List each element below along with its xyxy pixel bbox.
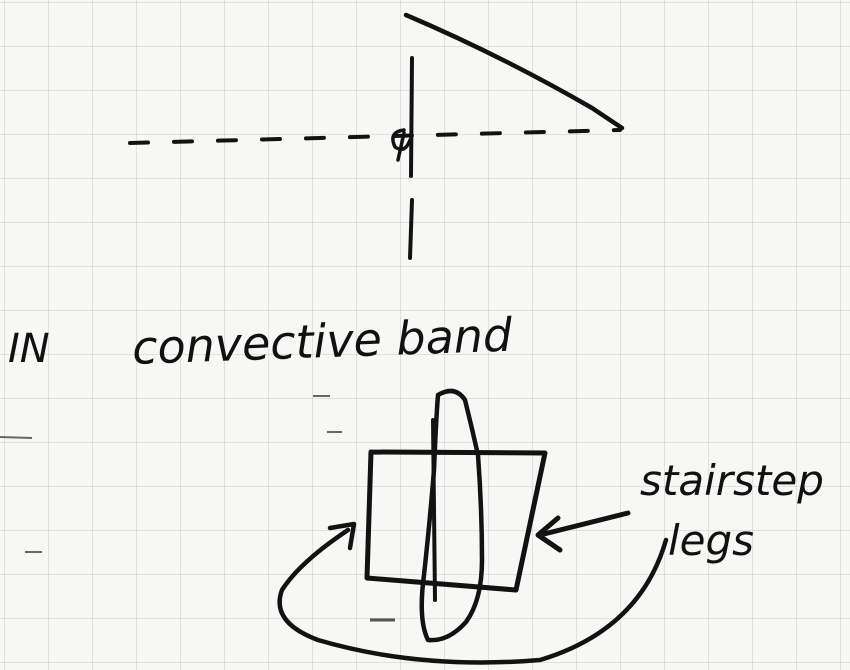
pencil-dash-3 bbox=[0, 436, 33, 439]
vertical-band-line bbox=[431, 418, 437, 602]
in-label: IN bbox=[8, 326, 50, 372]
bottom-diagram bbox=[0, 388, 669, 665]
dashed-horizontal-line bbox=[128, 128, 622, 145]
convective-band-label: convective band bbox=[131, 308, 514, 375]
top-diagram bbox=[128, 12, 625, 260]
curved-arrow bbox=[277, 521, 669, 665]
center-symbol bbox=[391, 128, 412, 162]
vertical-axis-line bbox=[408, 56, 414, 260]
stairstep-label: stairstep bbox=[640, 456, 824, 505]
stairstep-rectangle bbox=[364, 449, 548, 593]
right-arrow bbox=[535, 510, 631, 553]
sloped-line bbox=[403, 12, 625, 131]
band-blob bbox=[419, 388, 485, 643]
legs-label: legs bbox=[668, 516, 754, 565]
